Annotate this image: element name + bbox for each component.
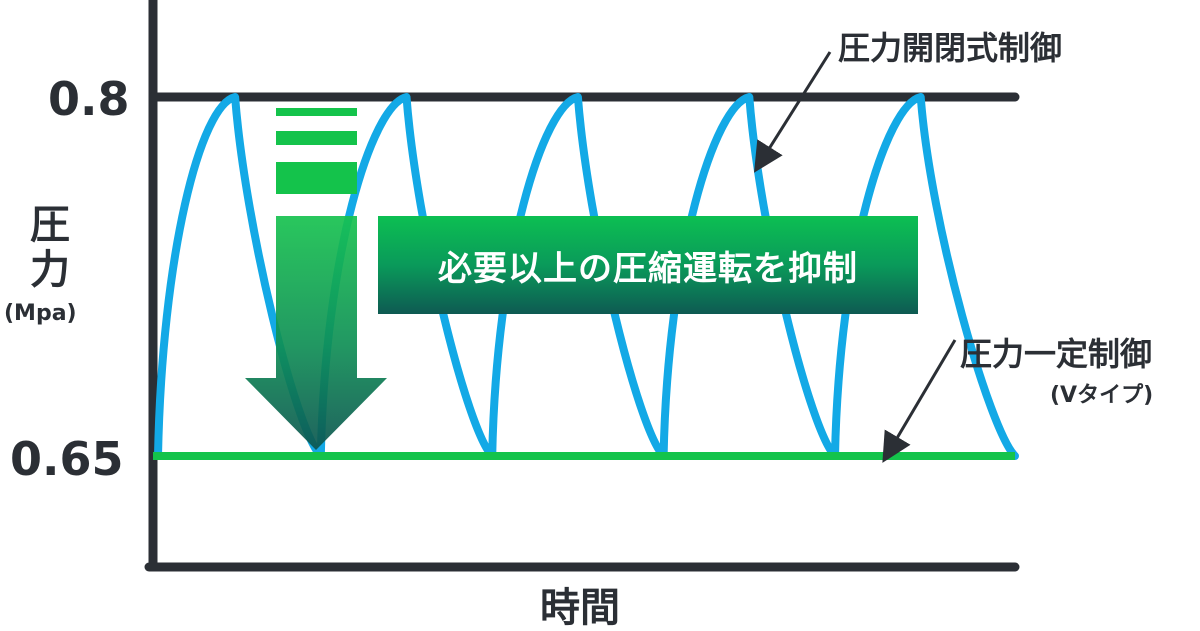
y-tick-label-0.65: 0.65 bbox=[10, 432, 124, 486]
x-axis-label: 時間 bbox=[540, 585, 620, 631]
annotation-on-off-control: 圧力開閉式制御 bbox=[838, 29, 1063, 67]
y-axis-label-char-1: 圧 bbox=[30, 202, 70, 248]
y-axis-unit: (Mpa) bbox=[4, 301, 77, 326]
y-axis-label-char-2: 力 bbox=[30, 247, 70, 293]
annotation-constant-control-sub: (Vタイプ) bbox=[1050, 383, 1154, 408]
reduction-arrow bbox=[245, 216, 387, 450]
arrow-bar-2 bbox=[276, 131, 357, 145]
arrow-bar-1 bbox=[276, 108, 357, 116]
annotation-constant-control: 圧力一定制御 bbox=[960, 335, 1153, 373]
y-tick-label-0.8: 0.8 bbox=[48, 72, 130, 126]
suppression-banner: 必要以上の圧縮運転を抑制 bbox=[378, 216, 918, 314]
annotation-pointer-on-off bbox=[754, 51, 832, 173]
annotation-pointer-constant bbox=[882, 339, 957, 463]
arrow-bar-3 bbox=[276, 162, 357, 194]
